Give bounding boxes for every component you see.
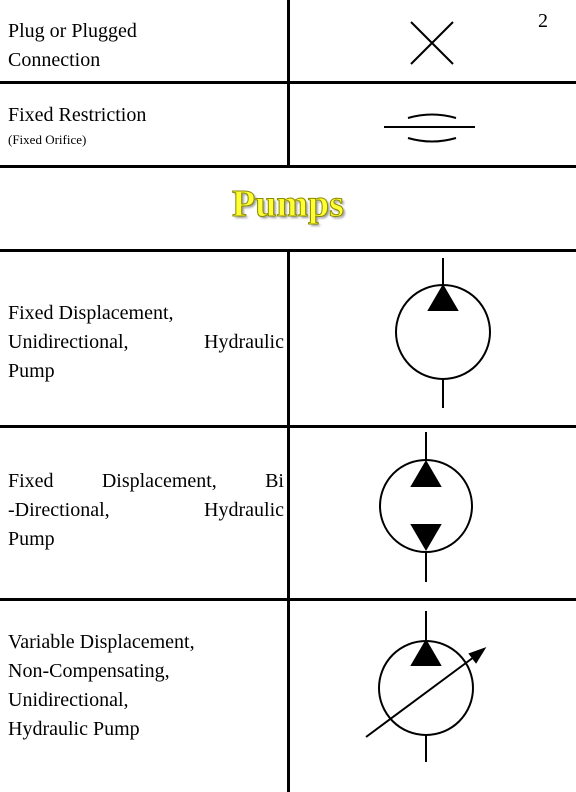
section-heading: Pumps: [232, 183, 345, 226]
column-divider: [287, 251, 290, 792]
label-line: Plug or Plugged: [8, 20, 137, 42]
fixed-bidirectional-pump-icon: [379, 432, 473, 582]
variable-displacement-pump-icon: [365, 611, 487, 762]
label-line: Connection: [8, 49, 101, 71]
pump-label-variable: Variable Displacement, Non-Compensating,…: [8, 628, 195, 744]
label-line: Pump: [8, 528, 55, 550]
plug-label: Plug or Plugged Connection: [8, 17, 137, 75]
label-line: Pump: [8, 360, 55, 382]
label-line: Unidirectional, Hydraulic: [8, 331, 284, 353]
pump-label-fixed-unidirectional: Fixed Displacement, Unidirectional, Hydr…: [8, 299, 284, 386]
divider: [0, 249, 576, 252]
plug-symbol-icon: [410, 21, 454, 65]
label-line: Unidirectional,: [8, 689, 129, 711]
fixed-restriction-label: Fixed Restriction: [8, 101, 146, 130]
label-line: Fixed Restriction: [8, 104, 147, 126]
fixed-restriction-sublabel: (Fixed Orifice): [8, 132, 87, 147]
label-line: Non-Compensating,: [8, 660, 170, 682]
label-line: Variable Displacement,: [8, 631, 195, 653]
page-number: 2: [538, 10, 548, 32]
label-line: Fixed Displacement, Bi: [8, 470, 284, 492]
label-line: Hydraulic Pump: [8, 718, 140, 740]
pump-label-fixed-bidirectional: Fixed Displacement, Bi -Directional, Hyd…: [8, 467, 284, 554]
fixed-unidirectional-pump-icon: [395, 258, 491, 408]
label-line: Fixed Displacement,: [8, 302, 174, 324]
fixed-restriction-symbol-icon: [384, 113, 475, 143]
column-divider: [287, 0, 290, 167]
label-line: -Directional, Hydraulic: [8, 499, 284, 521]
